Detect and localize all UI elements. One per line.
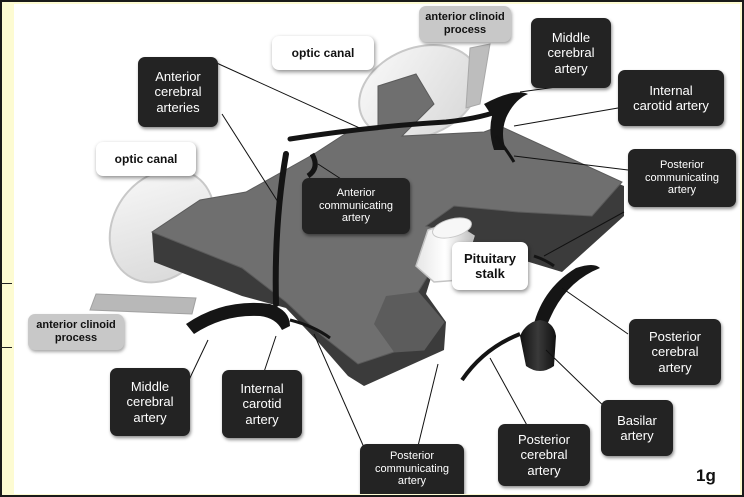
label-basilar-artery: Basilar artery [601, 400, 673, 456]
diagram-panel: anterior clinoid process optic canal Mid… [14, 4, 740, 494]
anterior-clinoid-process-left-shape [89, 293, 197, 315]
label-posterior-communicating-artery-bottom: Posterior communicating artery [360, 444, 464, 494]
label-anterior-communicating-artery: Anterior communicating artery [302, 178, 410, 234]
label-pituitary-stalk: Pituitary stalk [452, 242, 528, 290]
label-anterior-clinoid-process-left: anterior clinoid process [28, 314, 124, 350]
anterior-clinoid-process-right-shape [465, 43, 491, 109]
internal-carotid-right-vessel [484, 92, 528, 150]
label-posterior-cerebral-artery-bottom: Posterior cerebral artery [498, 424, 590, 486]
pituitary-stalk-top [432, 217, 472, 239]
label-posterior-communicating-artery-right: Posterior communicating artery [628, 149, 736, 207]
figure-number: 1g [696, 466, 716, 485]
posterior-communicating-left-vessel [289, 318, 331, 340]
anterior-cerebral-artery-right-vessel [287, 105, 509, 142]
posterior-communicating-right-vessel [494, 135, 516, 163]
posterior-communicating-lower-vessel [533, 254, 555, 268]
label-middle-cerebral-artery-top: Middle cerebral artery [531, 18, 611, 88]
anterior-communicating-artery-vessel [306, 152, 318, 179]
basilar-artery-vessel [520, 320, 556, 371]
sella-shading [374, 292, 444, 352]
label-optic-canal-left: optic canal [96, 142, 196, 176]
label-middle-cerebral-artery-left: Middle cerebral artery [110, 368, 190, 436]
anterior-cerebral-artery-left-vessel [272, 151, 289, 307]
leader-lines [187, 59, 629, 453]
margin-rule-lower [0, 347, 12, 348]
margin-rule-upper [0, 283, 12, 284]
label-posterior-cerebral-artery-right: Posterior cerebral artery [629, 319, 721, 385]
label-anterior-cerebral-arteries: Anterior cerebral arteries [138, 57, 218, 127]
label-internal-carotid-artery-left: Internal carotid artery [222, 370, 302, 438]
posterior-cerebral-artery-lower-vessel [460, 332, 521, 382]
label-optic-canal-top: optic canal [272, 36, 374, 70]
label-anterior-clinoid-process-top: anterior clinoid process [419, 6, 511, 42]
internal-carotid-left-vessel [186, 302, 290, 334]
label-internal-carotid-artery-top: Internal carotid artery [618, 70, 724, 126]
